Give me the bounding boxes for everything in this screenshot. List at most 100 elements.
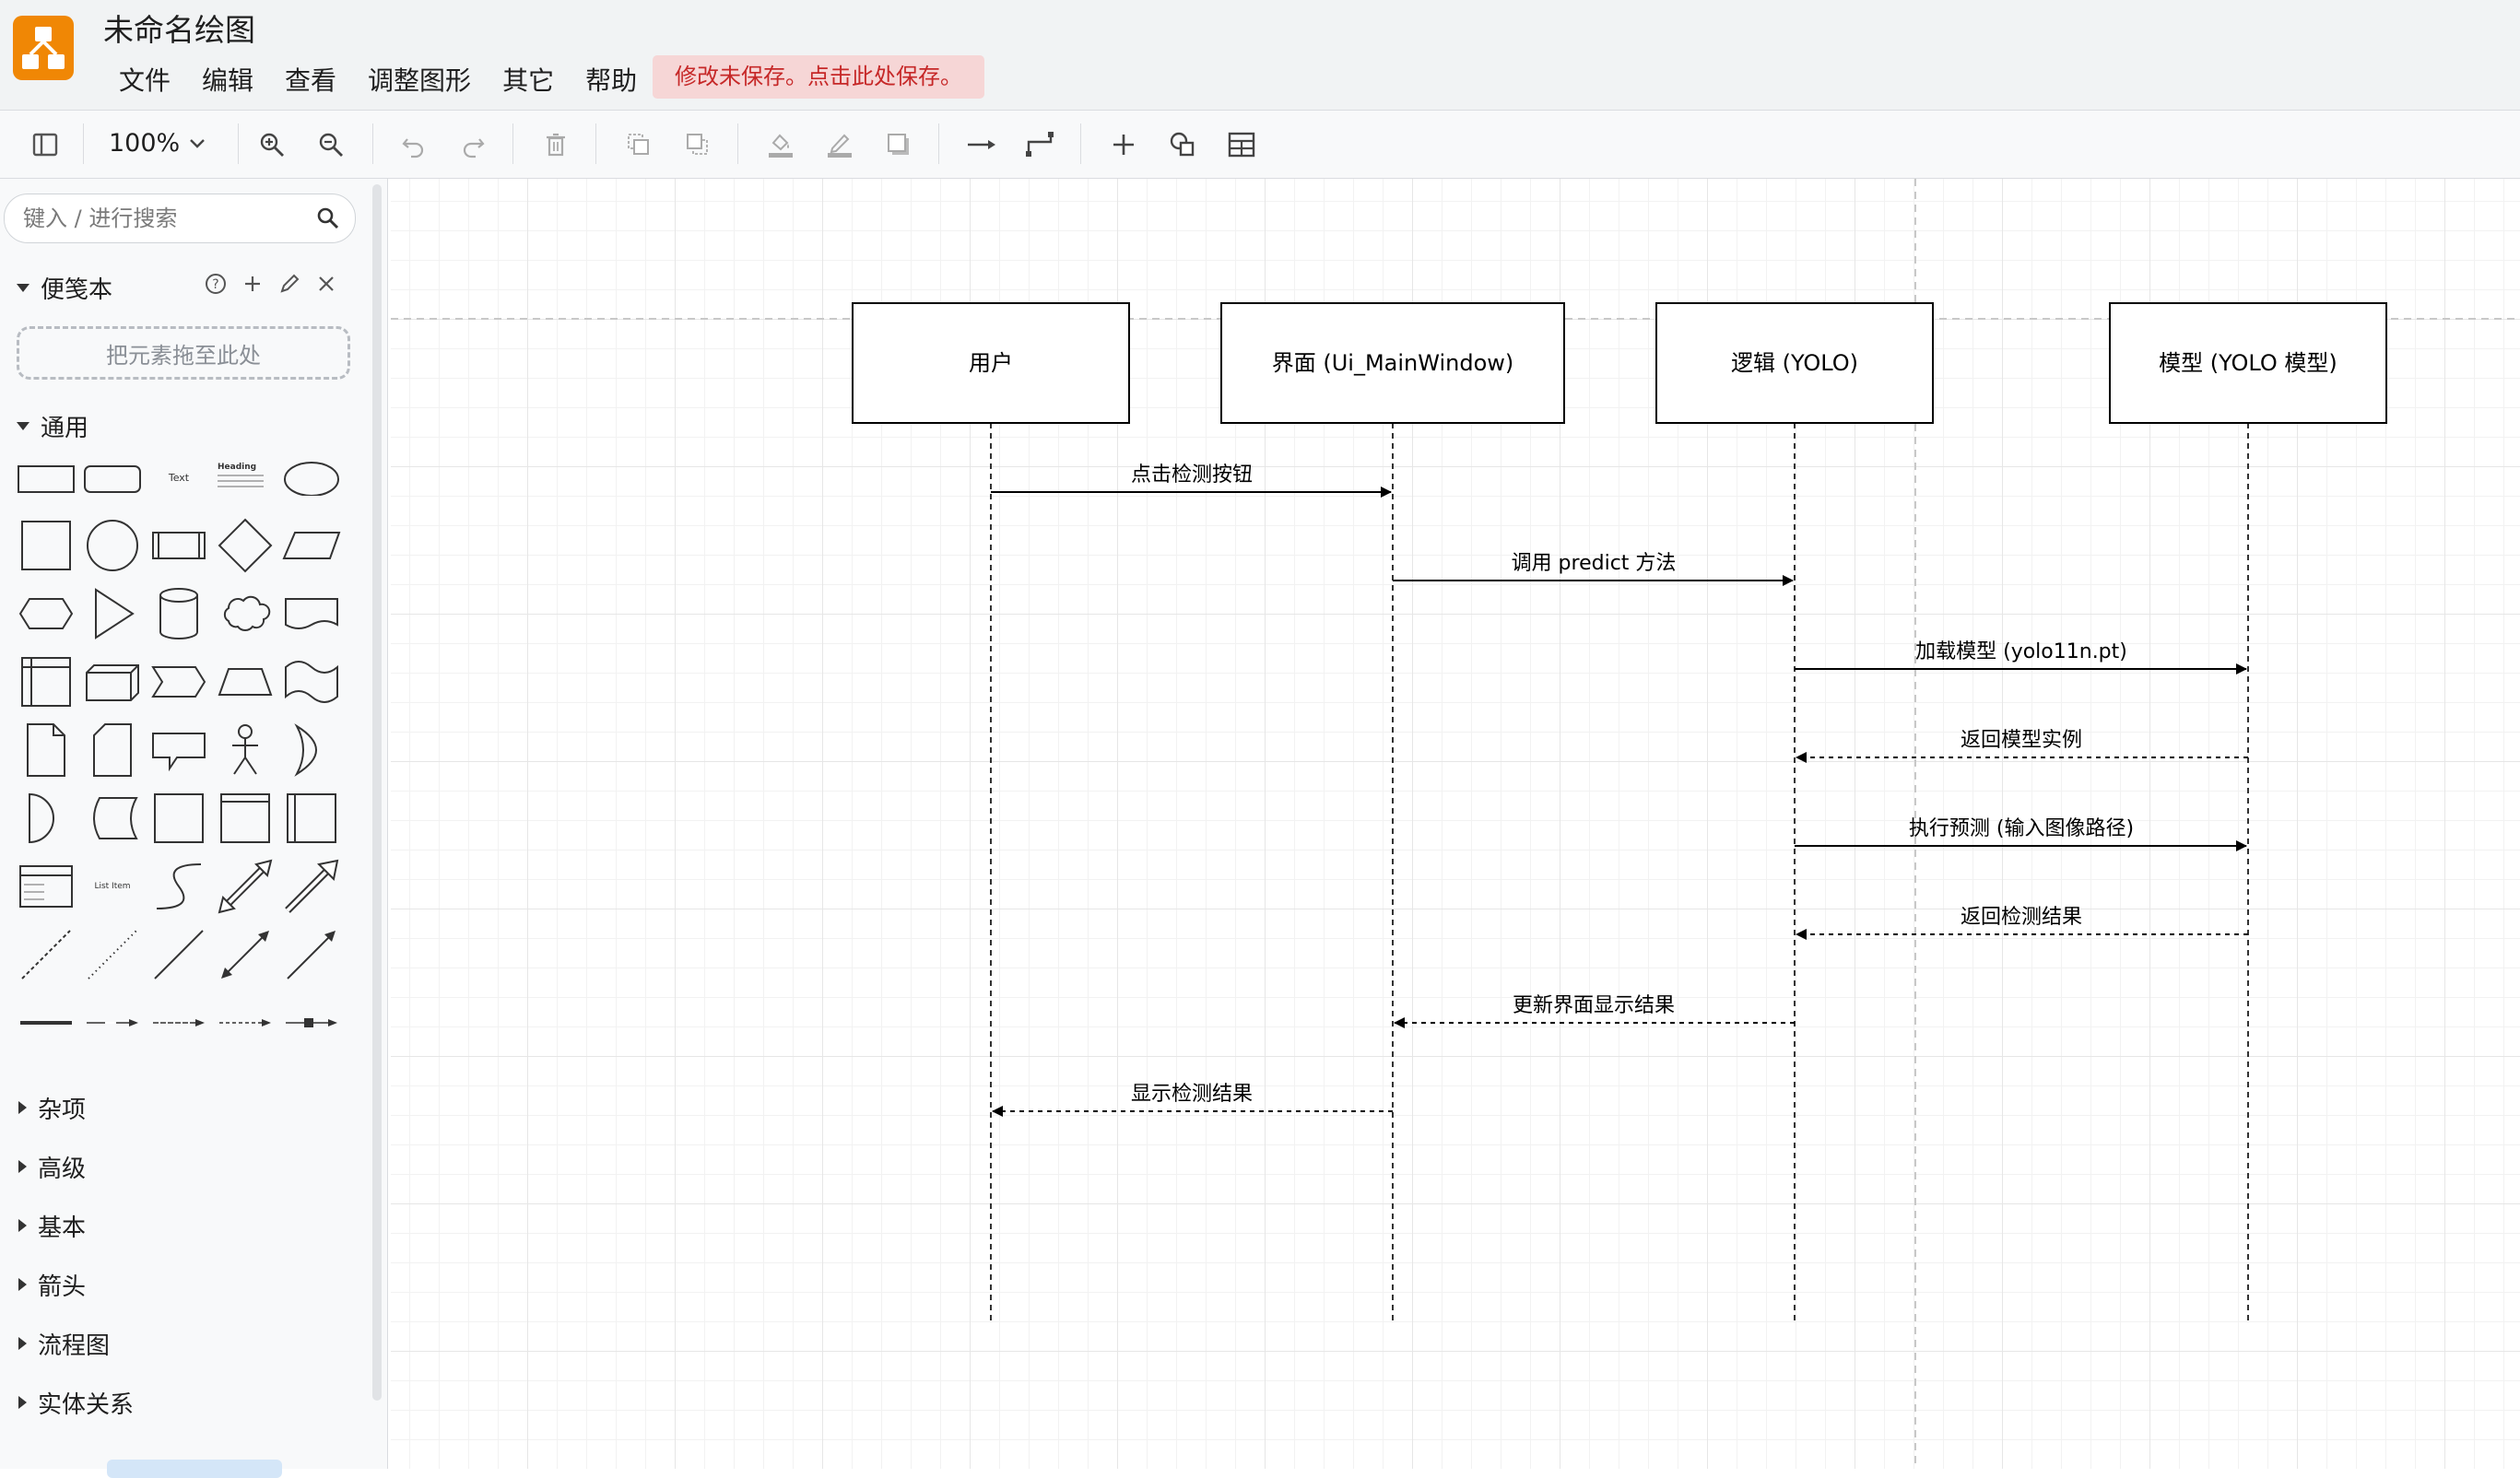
shape-parallelogram[interactable] [278,512,345,579]
shape-rounded-rectangle[interactable] [79,444,146,510]
section-flowchart[interactable]: 流程图 [0,1325,110,1362]
table-icon[interactable] [1222,125,1261,164]
shape-container[interactable] [146,785,212,851]
message-3[interactable]: 返回模型实例 [1796,729,2248,763]
shape-document[interactable] [278,581,345,647]
participant-1[interactable]: 界面 (Ui_MainWindow) [1220,302,1565,1321]
shadow-icon[interactable] [879,125,918,164]
shape-textbox[interactable]: Heading [212,444,278,510]
zoom-dropdown[interactable]: 100% [109,129,206,158]
shape-step[interactable] [146,649,212,715]
shape-curve[interactable] [146,853,212,920]
delete-icon[interactable] [536,125,575,164]
section-arrows[interactable]: 箭头 [0,1266,86,1303]
shape-bidirectional-connector[interactable] [212,921,278,988]
redo-icon[interactable] [453,125,492,164]
shape-square[interactable] [13,512,79,579]
shape-rectangle[interactable] [13,444,79,510]
section-basic[interactable]: 基本 [0,1207,86,1244]
shape-connector-symbol[interactable] [278,990,345,1056]
zoom-in-icon[interactable] [253,125,291,164]
shape-dotted-line[interactable] [79,921,146,988]
menu-arrange[interactable]: 调整图形 [368,65,472,96]
shape-callout[interactable] [146,717,212,783]
participant-3[interactable]: 模型 (YOLO 模型) [2109,302,2387,1321]
shape-bidirectional-arrow[interactable] [212,853,278,920]
add-icon[interactable] [240,271,265,297]
sidebar-scrollbar[interactable] [372,184,382,1401]
shape-cylinder[interactable] [146,581,212,647]
section-scratchpad[interactable]: 便笺本 [0,269,112,306]
message-5[interactable]: 返回检测结果 [1796,906,2248,940]
message-0[interactable]: 点击检测按钮 [991,463,1392,498]
message-2[interactable]: 加载模型 (yolo11n.pt) [1795,640,2247,674]
shape-delay[interactable] [13,785,79,851]
to-back-icon[interactable] [678,125,717,164]
section-general[interactable]: 通用 [0,407,88,444]
menu-edit[interactable]: 编辑 [202,65,254,96]
shape-note[interactable] [13,717,79,783]
shape-hexagon[interactable] [13,581,79,647]
shape-triangle[interactable] [79,581,146,647]
shape-card[interactable] [79,717,146,783]
shape-actor[interactable] [212,717,278,783]
menu-file[interactable]: 文件 [119,65,171,96]
connection-arrow-icon[interactable] [962,125,1001,164]
unsaved-changes-notice[interactable]: 修改未保存。点击此处保存。 [653,55,984,99]
zoom-out-icon[interactable] [312,125,350,164]
edit-icon[interactable] [277,271,302,297]
shape-process[interactable] [146,512,212,579]
insert-plus-icon[interactable] [1104,125,1143,164]
document-title[interactable]: 未命名绘图 [103,12,255,48]
waypoints-icon[interactable] [1021,125,1060,164]
shape-connector-arrow[interactable] [79,990,146,1056]
shape-line[interactable] [146,921,212,988]
diagram-canvas[interactable]: 用户界面 (Ui_MainWindow) 逻辑 (YOLO) 模型 (YOLO 模型… [391,179,2520,1469]
shape-connector-label[interactable] [146,990,212,1056]
shape-ellipse[interactable] [278,444,345,510]
shape-search-input[interactable] [21,194,301,242]
more-shapes-button[interactable] [107,1460,282,1478]
shape-internal-storage[interactable] [13,649,79,715]
section-misc[interactable]: 杂项 [0,1089,86,1126]
shape-list-item[interactable]: List Item [79,853,146,920]
message-4[interactable]: 执行预测 (输入图像路径) [1795,817,2247,851]
close-icon[interactable] [313,271,339,297]
message-7[interactable]: 显示检测结果 [992,1083,1393,1117]
section-entity-relation[interactable]: 实体关系 [0,1384,134,1421]
scratchpad-dropzone[interactable]: 把元素拖至此处 [17,326,350,380]
undo-icon[interactable] [394,125,433,164]
line-color-icon[interactable] [820,125,859,164]
shape-list[interactable] [13,853,79,920]
shape-trapezoid[interactable] [212,649,278,715]
message-1[interactable]: 调用 predict 方法 [1393,552,1794,586]
participant-0[interactable]: 用户 [852,302,1130,1321]
menu-view[interactable]: 查看 [285,65,337,96]
shape-vertical-container[interactable] [278,785,345,851]
shape-data-storage[interactable] [79,785,146,851]
format-panel-icon[interactable] [26,125,65,164]
shape-connector-multi-label[interactable] [212,990,278,1056]
to-front-icon[interactable] [619,125,658,164]
menu-extras[interactable]: 其它 [502,65,555,96]
shape-dashed-line[interactable] [13,921,79,988]
shape-cube[interactable] [79,649,146,715]
shape-text[interactable]: Text [146,444,212,510]
shape-tape[interactable] [278,649,345,715]
search-icon[interactable] [316,206,340,230]
drawio-logo-icon[interactable] [13,16,74,80]
participant-2[interactable]: 逻辑 (YOLO) [1655,302,1934,1321]
section-advanced[interactable]: 高级 [0,1148,86,1185]
menu-help[interactable]: 帮助 [585,65,638,96]
shapes-icon[interactable] [1163,125,1202,164]
shape-directional-connector[interactable] [278,921,345,988]
shape-link[interactable] [13,990,79,1056]
message-6[interactable]: 更新界面显示结果 [1394,994,1795,1028]
shape-arrow[interactable] [278,853,345,920]
shape-or[interactable] [278,717,345,783]
shape-diamond[interactable] [212,512,278,579]
shape-cloud[interactable] [212,581,278,647]
shape-circle[interactable] [79,512,146,579]
fill-color-icon[interactable] [761,125,800,164]
help-icon[interactable]: ? [203,271,229,297]
